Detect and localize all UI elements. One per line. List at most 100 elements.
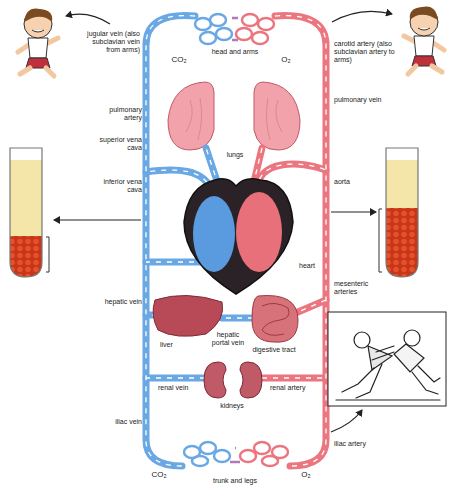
pointer-arrow (54, 11, 392, 432)
part-label: renal vein (158, 384, 202, 392)
pointer-arrow (66, 14, 110, 24)
boy-cartoon (28, 38, 48, 58)
part-label: CO₂ (168, 55, 190, 64)
boy-cartoon (410, 7, 438, 20)
part-label: iliac vein (94, 418, 142, 426)
pushing-cartoon (328, 312, 446, 406)
flow-dashes (146, 377, 205, 378)
capillary-bed (200, 442, 216, 454)
boy-cartoon (404, 7, 444, 74)
part-label: trunk and legs (200, 477, 270, 485)
part-label: pulmonary vein (334, 96, 386, 104)
part-label: superior vena cava (94, 136, 142, 152)
capillary-bed (214, 450, 230, 462)
part-label: iliac artery (334, 440, 386, 448)
lungs-organ (186, 98, 282, 140)
blood-test-tube (10, 236, 42, 278)
part-label: inferior vena cava (94, 178, 142, 194)
capillary-bed (192, 456, 208, 466)
abdominal-organs (204, 362, 226, 398)
capillary-bed (254, 442, 270, 454)
boy-cartoon (24, 9, 52, 22)
part-label: CO₂ (148, 470, 170, 479)
blood-test-tube (386, 160, 418, 208)
blood-test-tube (386, 148, 418, 277)
capillary-bed (236, 14, 288, 466)
pointer-arrow (54, 219, 141, 220)
part-label: jugular vein (also subclavian vein from … (78, 30, 140, 54)
flow-dashes (222, 317, 253, 318)
flow-dashes (262, 377, 326, 378)
part-label: aorta (334, 178, 374, 186)
capillary-bed (236, 28, 252, 40)
boy-cartoon (18, 9, 58, 76)
part-label: mesenteric arteries (334, 280, 386, 296)
blood-test-tube (10, 160, 42, 278)
part-label: O₂ (296, 470, 316, 479)
abdominal-organs (262, 303, 289, 335)
capillary-bed (195, 18, 211, 30)
part-label: O₂ (276, 55, 296, 64)
abdominal-organs (252, 296, 298, 343)
boy-cartoon (32, 30, 44, 32)
flow-dashes (146, 261, 205, 262)
blood-vessels (146, 375, 205, 382)
part-label: carotid artery (also subclavian artery t… (334, 40, 396, 64)
heart-organ (184, 179, 293, 294)
part-label: heart (299, 262, 325, 270)
part-label: head and arms (205, 48, 265, 56)
part-label: digestive tract (250, 346, 298, 354)
part-label: hepatic portal vein (207, 331, 249, 347)
heart-organ (193, 196, 235, 272)
blood-test-tube (10, 148, 42, 277)
pushing-cartoon (372, 346, 394, 360)
lungs-organ (168, 82, 300, 150)
abdominal-organs (153, 295, 298, 398)
abdominal-organs (153, 295, 223, 336)
blood-test-tube (10, 160, 42, 236)
capillary-bed (216, 28, 232, 40)
capillary-bed (242, 14, 258, 26)
capillary-bed (272, 446, 288, 458)
part-label: renal artery (270, 384, 320, 392)
abdominal-organs (240, 362, 262, 398)
pushing-cartoon (368, 346, 392, 370)
part-label: liver (160, 341, 190, 349)
capillary-bed (210, 14, 226, 26)
capillary-bed (240, 450, 256, 462)
part-label: kidneys (212, 402, 252, 410)
boy-cartoon (418, 28, 430, 30)
blood-vessels (298, 300, 326, 312)
boy-cartoon (20, 68, 54, 76)
pushing-cartoon (336, 399, 440, 400)
boy-cartoon (414, 36, 434, 56)
capillary-bed (252, 32, 268, 44)
part-label: lungs (220, 151, 250, 159)
flow-dashes (298, 300, 326, 312)
blood-test-tube (46, 237, 49, 272)
capillary-bed (200, 32, 216, 44)
blood-vessels (146, 16, 326, 466)
part-label: hepatic vein (94, 298, 142, 306)
blood-vessels (262, 375, 326, 382)
heart-organ (236, 192, 282, 272)
part-label: pulmonary artery (94, 106, 142, 122)
lungs-organ (254, 82, 300, 150)
flow-dashes (146, 16, 326, 466)
blood-test-tube (10, 148, 418, 278)
boy-cartoon (408, 66, 442, 74)
pushing-cartoon (336, 330, 440, 400)
capillary-bed (258, 18, 274, 30)
heart-organ (184, 179, 293, 294)
pointer-arrow (332, 11, 392, 22)
pointer-arrow (331, 410, 362, 432)
pushing-cartoon (412, 366, 440, 394)
boy-cartoon (18, 7, 444, 76)
lungs-organ (168, 82, 214, 150)
blood-test-tube (379, 209, 382, 272)
blood-vessels (222, 315, 253, 322)
blood-test-tube (386, 160, 418, 278)
blood-test-tube (386, 208, 418, 278)
pushing-cartoon (328, 312, 446, 406)
